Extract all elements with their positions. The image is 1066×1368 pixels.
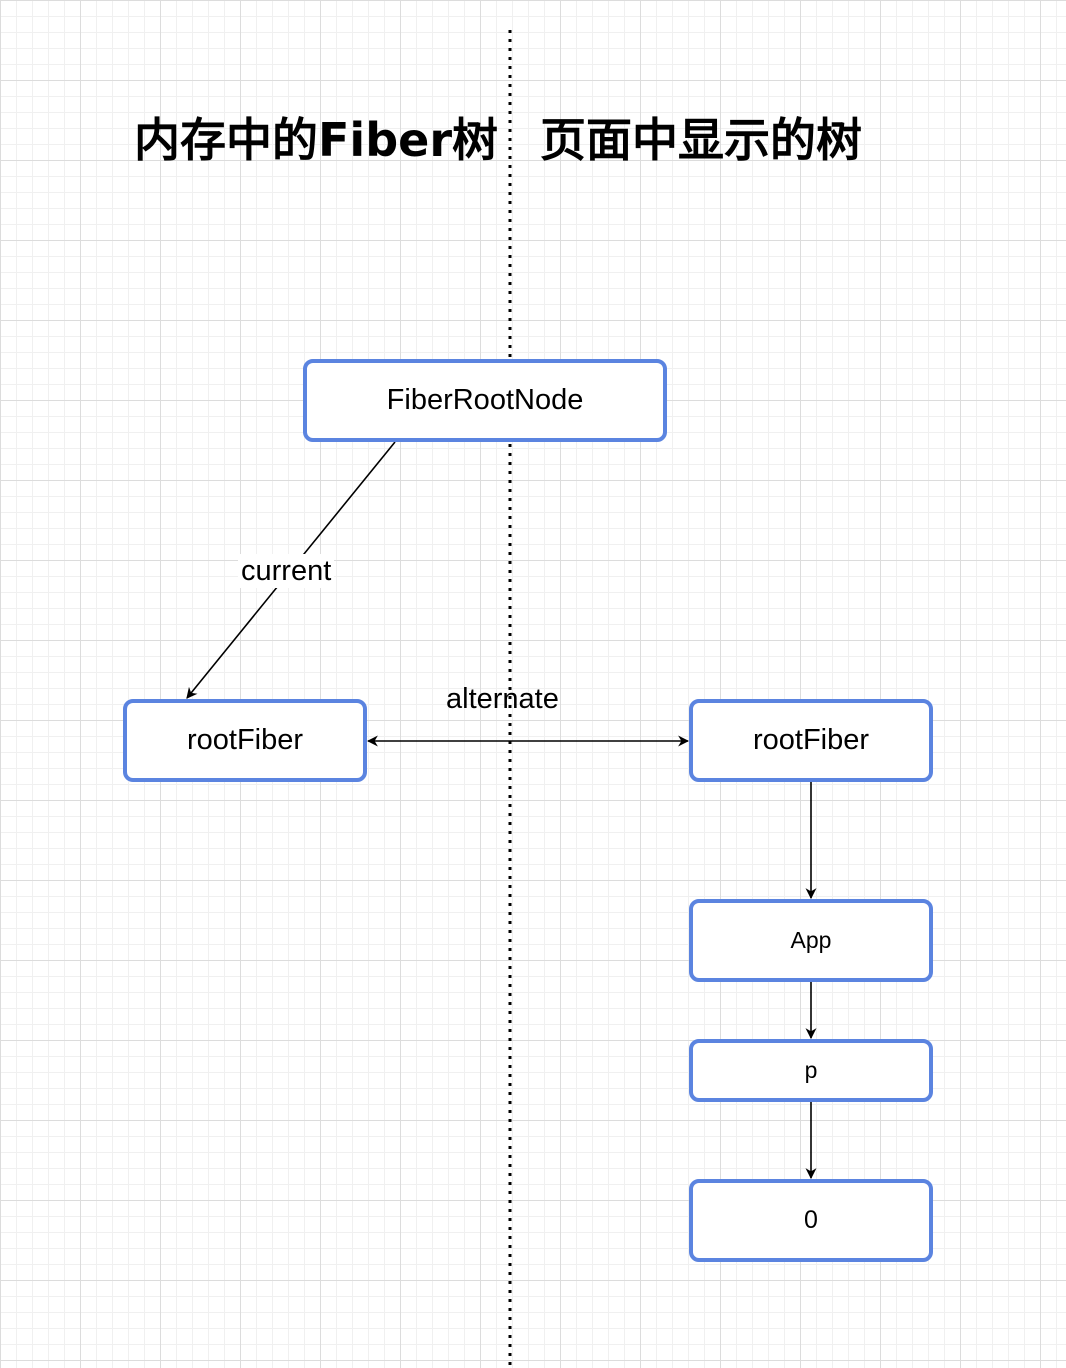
node-label: FiberRootNode bbox=[386, 384, 584, 416]
edge-label-current: current bbox=[238, 554, 335, 588]
node-label: rootFiber bbox=[752, 724, 870, 756]
node-text-zero[interactable]: 0 bbox=[689, 1179, 933, 1262]
heading-memory-tree: 内存中的Fiber树 bbox=[134, 113, 499, 167]
node-root-fiber-memory[interactable]: rootFiber bbox=[123, 699, 367, 782]
node-label: rootFiber bbox=[186, 724, 304, 756]
node-label: p bbox=[804, 1057, 818, 1083]
node-fiber-root-node[interactable]: FiberRootNode bbox=[303, 359, 667, 442]
node-label: 0 bbox=[804, 1206, 818, 1234]
node-label: App bbox=[790, 927, 832, 953]
node-p[interactable]: p bbox=[689, 1039, 933, 1102]
node-root-fiber-displayed[interactable]: rootFiber bbox=[689, 699, 933, 782]
node-app[interactable]: App bbox=[689, 899, 933, 982]
edge-label-alternate: alternate bbox=[446, 683, 559, 715]
heading-displayed-tree: 页面中显示的树 bbox=[540, 113, 862, 167]
